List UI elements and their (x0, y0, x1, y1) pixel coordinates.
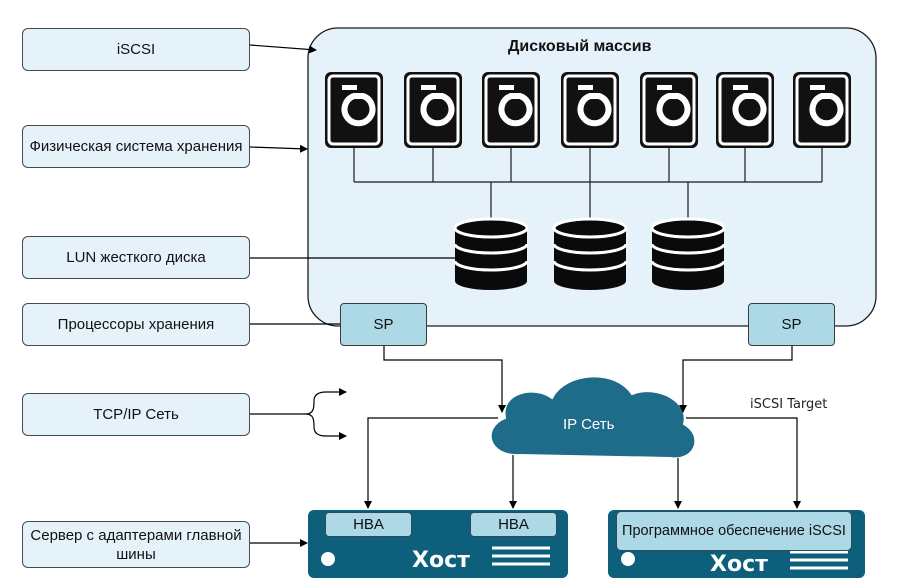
hard-disk-icon (482, 72, 540, 148)
host-left-label: Хост (412, 548, 470, 573)
host-right-vent-icon (790, 550, 848, 570)
label-server-hba: Сервер с адаптерами главной шины (22, 521, 250, 568)
label-storage-processors: Процессоры хранения (22, 303, 250, 346)
label-tcpip-network: TCP/IP Сеть (22, 393, 250, 436)
hard-disk-icon (325, 72, 383, 148)
iscsi-software-box: Программное обеспечение iSCSI (616, 511, 852, 551)
iscsi-target-label: iSCSI Target (750, 397, 828, 412)
label-lun: LUN жесткого диска (22, 236, 250, 279)
label-connectors (249, 44, 458, 547)
host-right-led-icon (621, 552, 635, 566)
storage-processor-left: SP (340, 303, 427, 346)
host-right-label: Хост (710, 552, 768, 577)
hard-disk-icon (561, 72, 619, 148)
hard-disk-icon (793, 72, 851, 148)
network-connectors (364, 346, 801, 509)
label-physical-storage: Физическая система хранения (22, 125, 250, 168)
host-left-vent-icon (492, 546, 550, 566)
lun-database-icon (650, 217, 726, 292)
hba-adapter-1: HBA (325, 512, 412, 537)
lun-database-icon (552, 217, 628, 292)
hard-disk-icon (640, 72, 698, 148)
hba-adapter-2: HBA (470, 512, 557, 537)
ip-network-label: IP Сеть (563, 416, 615, 433)
ip-network-cloud-icon (489, 375, 697, 460)
disk-array-title: Дисковый массив (508, 38, 652, 55)
storage-processor-right: SP (748, 303, 835, 346)
hard-disk-icon (716, 72, 774, 148)
label-iscsi: iSCSI (22, 28, 250, 71)
lun-database-icon (453, 217, 529, 292)
disk-bus (353, 148, 823, 222)
hard-disk-icon (404, 72, 462, 148)
host-left-led-icon (321, 552, 335, 566)
